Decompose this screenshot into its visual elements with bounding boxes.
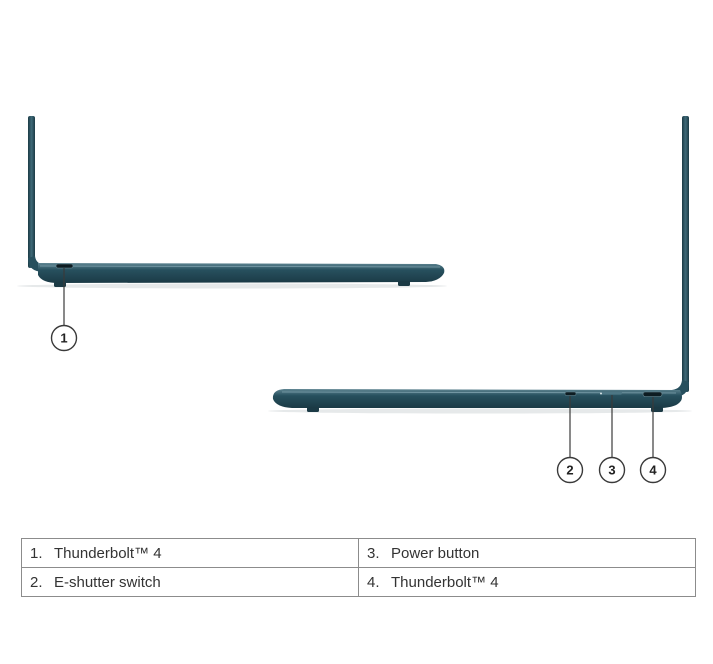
legend-label: E-shutter switch <box>54 573 161 591</box>
callout-4: 4 <box>639 397 667 484</box>
laptop-edge-highlight-left <box>39 265 441 268</box>
laptop-foot-back-left <box>398 281 410 286</box>
ports-legend-table: 1. Thunderbolt™ 4 3. Power button 2. E-shut… <box>21 538 696 597</box>
legend-cell: 1. Thunderbolt™ 4 <box>21 538 359 568</box>
legend-number: 4. <box>367 573 380 591</box>
power-button <box>601 392 622 395</box>
legend-cell: 4. Thunderbolt™ 4 <box>358 567 696 597</box>
callout-1-circle <box>50 324 78 352</box>
callout-3: 3 <box>598 395 626 484</box>
legend-cell: 2. E-shutter switch <box>21 567 359 597</box>
callout-2-circle <box>556 456 584 484</box>
legend-label: Thunderbolt™ 4 <box>54 544 162 562</box>
power-led <box>600 392 602 395</box>
thunderbolt-port-4 <box>642 391 663 397</box>
callout-1: 1 <box>50 268 78 352</box>
laptop-lid-left <box>28 116 35 268</box>
laptop-lid-right <box>682 116 689 392</box>
callout-3-number: 3 <box>608 463 615 478</box>
thunderbolt-port-1 <box>55 263 74 269</box>
e-shutter-switch <box>564 391 577 396</box>
legend-label: Thunderbolt™ 4 <box>391 573 499 591</box>
laptop-foot-back-right <box>651 407 663 412</box>
laptop-base-left <box>38 263 445 283</box>
laptop-shadow-left <box>17 283 447 289</box>
callout-2-number: 2 <box>566 463 573 478</box>
laptop-right-side-view <box>268 116 692 414</box>
legend-row: 1. Thunderbolt™ 4 3. Power button <box>21 538 696 568</box>
legend-number: 2. <box>30 573 43 591</box>
callout-4-circle <box>639 456 667 484</box>
laptop-ports-diagram: 1 2 3 4 <box>17 116 692 484</box>
laptop-foot-front-left <box>54 282 66 287</box>
legend-number: 3. <box>367 544 380 562</box>
callout-1-number: 1 <box>60 331 67 346</box>
laptop-foot-front-right <box>307 407 319 412</box>
callout-2: 2 <box>556 396 584 484</box>
legend-cell: 3. Power button <box>358 538 696 568</box>
legend-number: 1. <box>30 544 43 562</box>
callout-4-number: 4 <box>649 463 657 478</box>
laptop-shadow-right <box>268 408 692 414</box>
callout-3-circle <box>598 456 626 484</box>
laptop-left-side-view <box>17 116 447 289</box>
laptop-base-right <box>272 389 682 408</box>
legend-row: 2. E-shutter switch 4. Thunderbolt™ 4 <box>21 567 696 597</box>
legend-label: Power button <box>391 544 480 562</box>
